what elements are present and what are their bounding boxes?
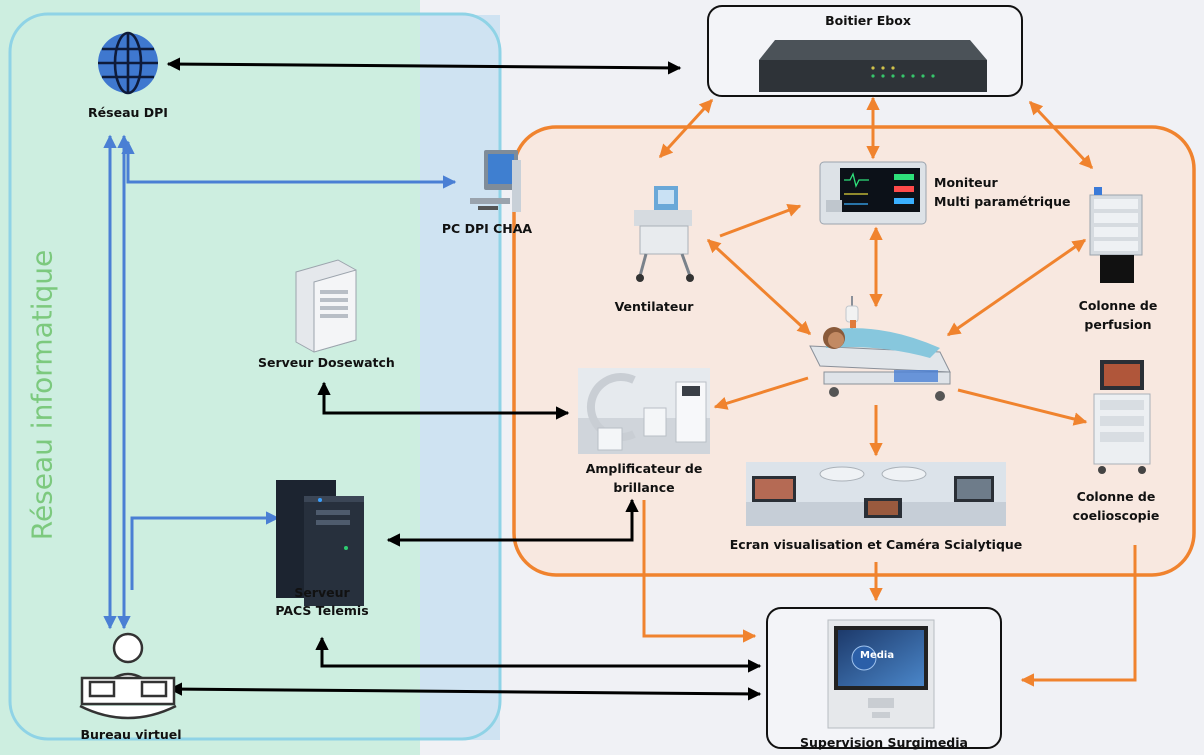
black-arrows <box>166 57 762 701</box>
surgimedia-screen-text: Media <box>860 650 895 661</box>
monitor-icon <box>819 161 927 225</box>
label-colonne-perfusion-1: Colonne de <box>1078 298 1158 313</box>
or-screens-icon <box>746 462 1006 526</box>
label-ecran-visualisation: Ecran visualisation et Caméra Scialytiqu… <box>729 537 1023 552</box>
label-serveur-pacs-1: Serveur <box>294 585 350 600</box>
network-overlay <box>420 15 500 740</box>
label-moniteur-2: Multi paramétrique <box>934 194 1071 209</box>
label-moniteur-1: Moniteur <box>934 175 998 190</box>
infusion-column-icon <box>1089 187 1143 283</box>
ebox-device-icon <box>759 40 987 92</box>
server-rack-icon <box>276 480 364 606</box>
label-serveur-dosewatch: Serveur Dosewatch <box>258 355 395 370</box>
pc-icon <box>470 150 521 212</box>
label-pc-dpi: PC DPI CHAA <box>441 221 533 236</box>
label-colonne-coelio-2: coelioscopie <box>1072 508 1160 523</box>
label-serveur-pacs-2: PACS Telemis <box>275 603 369 618</box>
patient-bed-icon <box>809 296 951 401</box>
label-supervision-surgimedia: Supervision Surgimedia <box>800 735 968 750</box>
virtual-desk-icon <box>79 632 177 720</box>
ventilator-icon <box>634 186 694 282</box>
network-zone-title: Réseau informatique <box>25 249 59 541</box>
label-amplificateur-1: Amplificateur de <box>585 461 703 476</box>
label-ventilateur: Ventilateur <box>614 299 694 314</box>
network-zone-border <box>8 12 502 741</box>
orange-arrows <box>642 96 1137 687</box>
label-amplificateur-2: brillance <box>613 480 675 495</box>
label-colonne-coelio-1: Colonne de <box>1076 489 1156 504</box>
label-colonne-perfusion-2: perfusion <box>1084 317 1152 332</box>
label-reseau-dpi: Réseau DPI <box>88 105 168 120</box>
globe-icon <box>98 31 158 95</box>
network-zone-tint <box>0 0 420 755</box>
label-bureau-virtuel: Bureau virtuel <box>80 727 182 742</box>
blue-arrows <box>103 134 457 630</box>
label-boitier-ebox: Boitier Ebox <box>825 13 911 28</box>
server-tower-icon <box>295 259 357 353</box>
c-arm-icon <box>578 368 710 454</box>
surgimedia-panel-icon <box>827 619 935 729</box>
laparoscopy-column-icon <box>1093 360 1151 474</box>
